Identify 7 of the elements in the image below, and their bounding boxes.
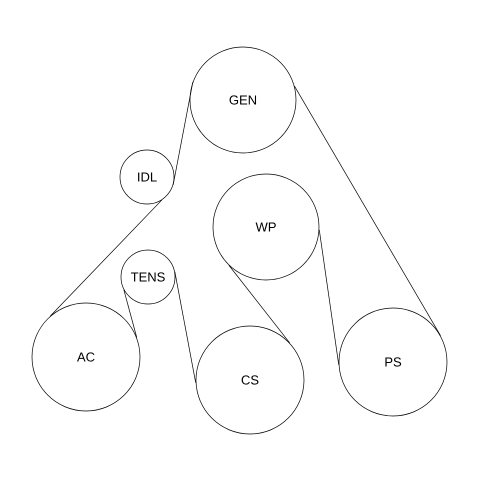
belt-line <box>50 200 162 316</box>
belt-line <box>172 81 194 186</box>
belt-line <box>174 271 196 384</box>
belt-line <box>124 289 138 338</box>
belt-line <box>294 86 441 336</box>
belt-line <box>318 229 340 366</box>
belt-line <box>228 265 290 344</box>
